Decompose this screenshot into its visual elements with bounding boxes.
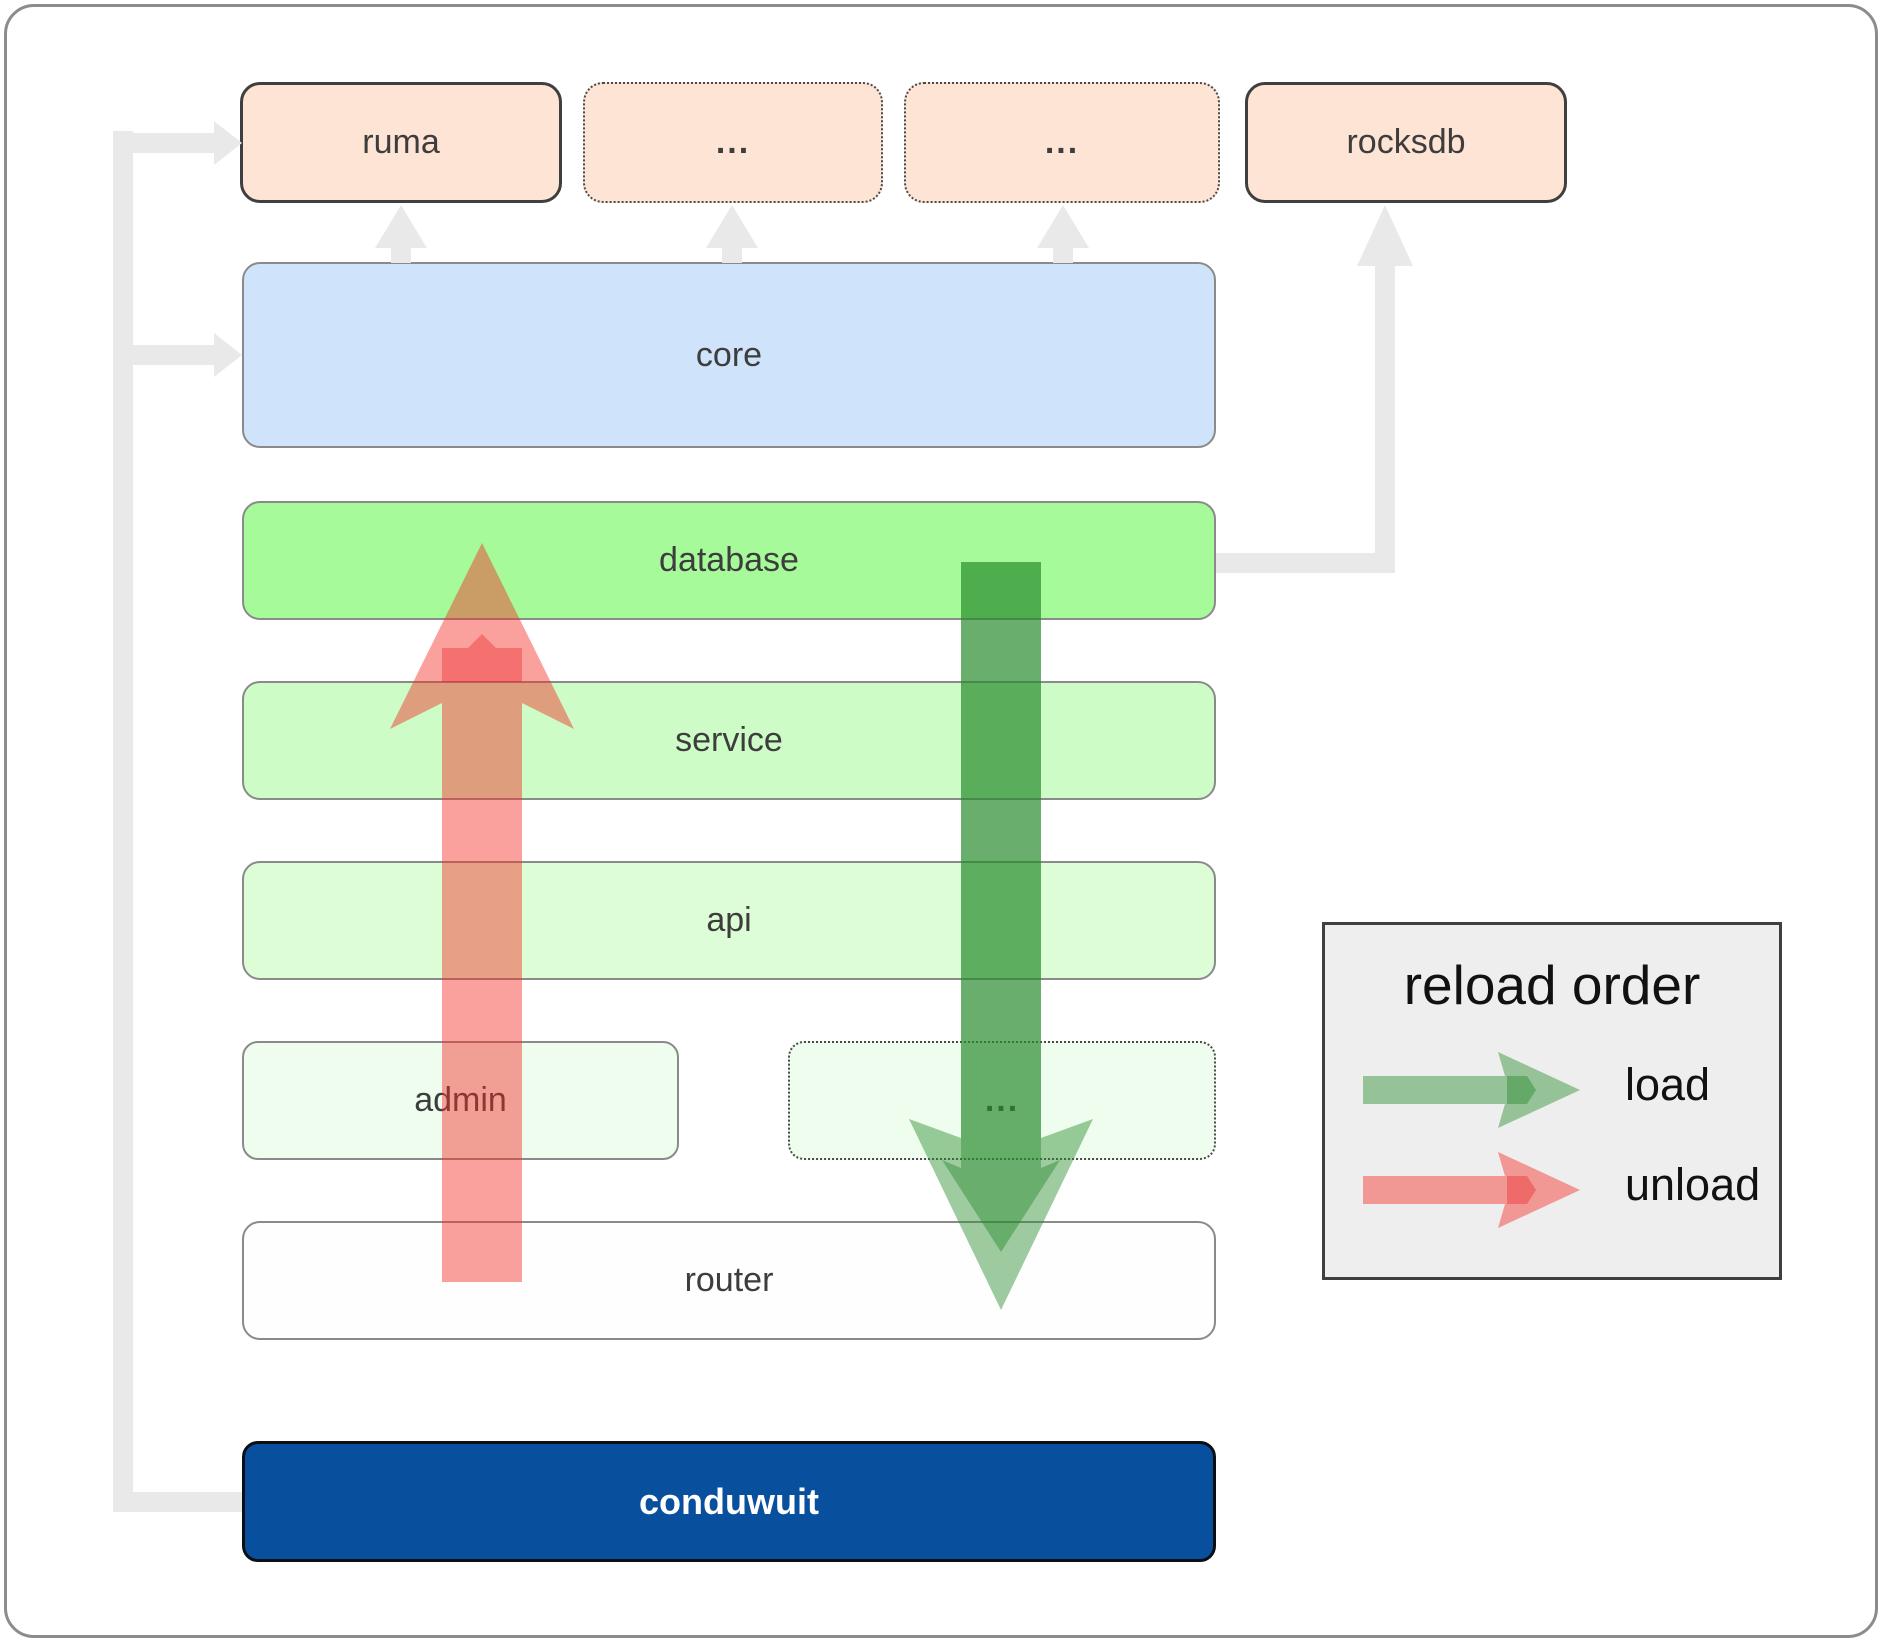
node-database: database [242,501,1216,620]
node-service-label: service [675,721,783,759]
node-ellipsis-top-1: ... [583,82,883,203]
node-rocksdb-label: rocksdb [1346,123,1466,161]
node-router-label: router [684,1261,774,1299]
legend-label-load: load [1625,1059,1711,1110]
legend-reload-order: reload order load unload [1322,922,1782,1280]
node-admin-label: admin [414,1081,507,1119]
diagram-outer-frame [4,4,1878,1638]
node-ruma-label: ruma [362,123,440,161]
node-ellipsis-top-2: ... [904,82,1220,203]
node-ellipsis-top-1-label: ... [715,123,751,161]
node-service: service [242,681,1216,800]
node-api-label: api [706,901,752,939]
node-admin: admin [242,1041,679,1160]
legend-label-unload: unload [1625,1159,1761,1210]
load-arrow-icon [1363,1052,1580,1128]
node-conduwuit: conduwuit [242,1441,1216,1562]
unload-arrow-icon [1363,1152,1580,1228]
node-core-label: core [695,335,763,374]
node-api: api [242,861,1216,980]
node-database-label: database [659,541,799,579]
node-ruma: ruma [240,82,562,203]
node-conduwuit-label: conduwuit [639,1480,819,1522]
node-ellipsis-admin: ... [788,1041,1216,1160]
legend-title: reload order [1403,954,1701,1016]
node-core: core [242,262,1216,448]
node-ellipsis-top-2-label: ... [1044,123,1080,161]
node-ellipsis-admin-label: ... [984,1081,1020,1119]
node-rocksdb: rocksdb [1245,82,1567,203]
node-router: router [242,1221,1216,1340]
